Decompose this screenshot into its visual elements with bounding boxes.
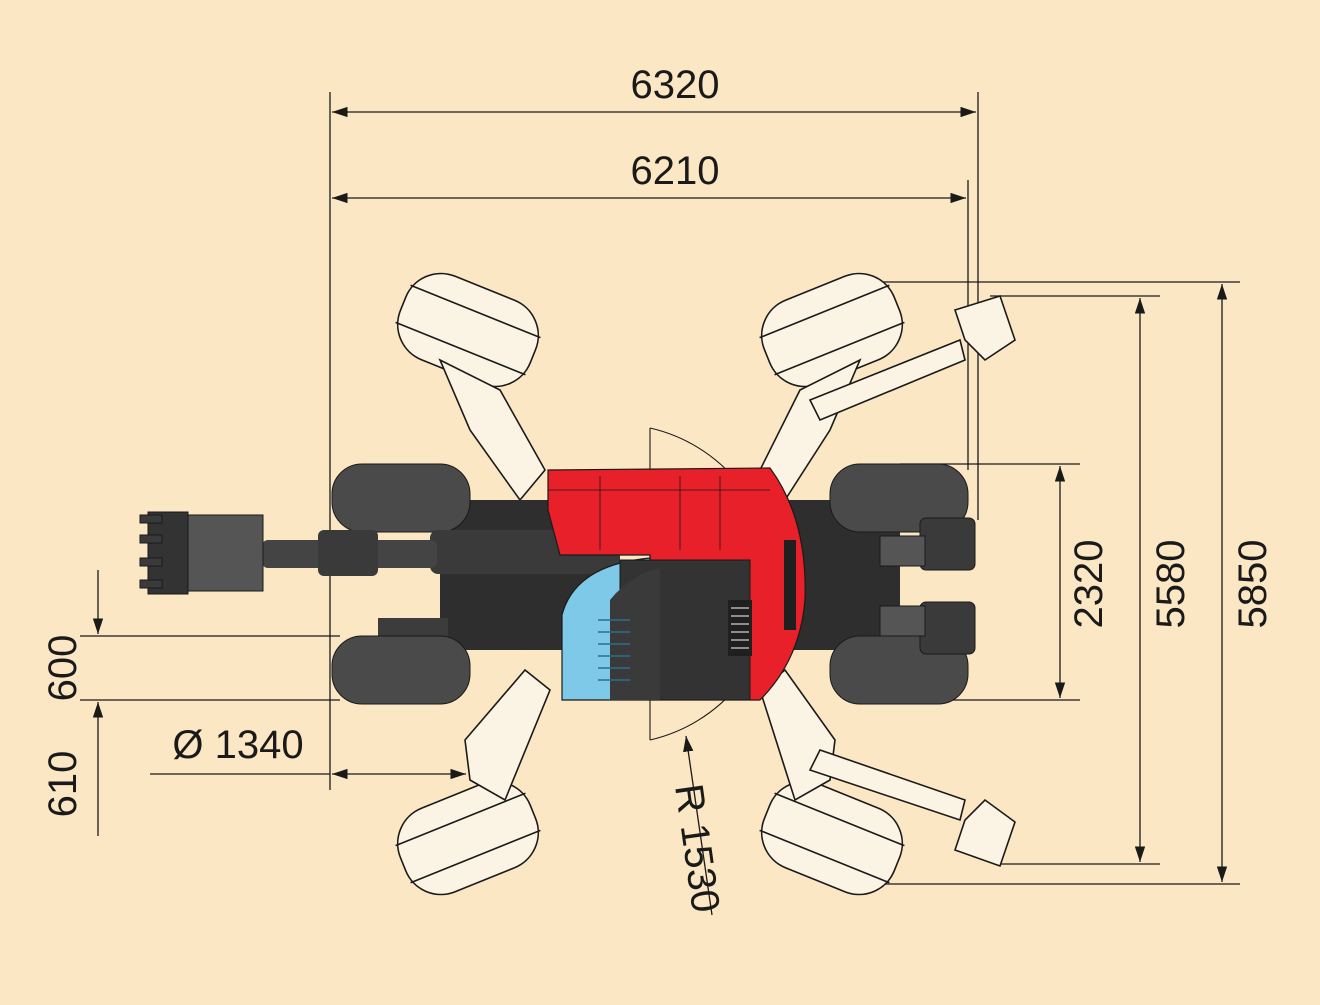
- leg-rear-left: [464, 668, 551, 802]
- outrigger-pad-front: [953, 295, 1016, 362]
- tail-radius-leader: [683, 735, 713, 916]
- leg-rear-right: [759, 668, 836, 802]
- label-overall-width: 5850: [1231, 540, 1275, 629]
- wheel-left-bottom: [331, 635, 471, 705]
- blue-cooler-fins: [598, 619, 630, 681]
- right-attachments: [879, 517, 976, 655]
- wheel-right-top: [829, 463, 969, 533]
- outrigger-pad-rear: [953, 798, 1016, 868]
- tire-rear-left: [395, 780, 541, 896]
- wheels: [331, 463, 969, 705]
- tire-front-right: [759, 272, 905, 388]
- upper-structure: [547, 467, 806, 701]
- label-width-mid: 5580: [1149, 540, 1193, 629]
- label-track-width: 2320: [1067, 540, 1111, 629]
- outlined-tires: [395, 272, 905, 896]
- label-tail-radius: R 1530: [666, 781, 728, 915]
- frame-right: [780, 500, 900, 650]
- radiator-grille: [728, 600, 752, 656]
- label-overall-length: 6320: [631, 63, 720, 107]
- label-offset-610: 610: [41, 751, 85, 818]
- counterweight-stripe: [784, 540, 796, 630]
- wheel-left-top: [331, 463, 471, 533]
- label-length-inner: 6210: [631, 149, 720, 193]
- legs: [438, 295, 1016, 868]
- leg-front-left: [438, 358, 546, 502]
- outrigger-arm-front: [808, 338, 966, 422]
- label-wheel-diameter: Ø 1340: [172, 723, 303, 767]
- label-offset-600: 600: [41, 635, 85, 702]
- outrigger-arm-rear: [808, 749, 966, 822]
- bucket: [139, 511, 264, 595]
- boom-arm: [139, 511, 620, 595]
- tire-rear-right: [759, 780, 905, 896]
